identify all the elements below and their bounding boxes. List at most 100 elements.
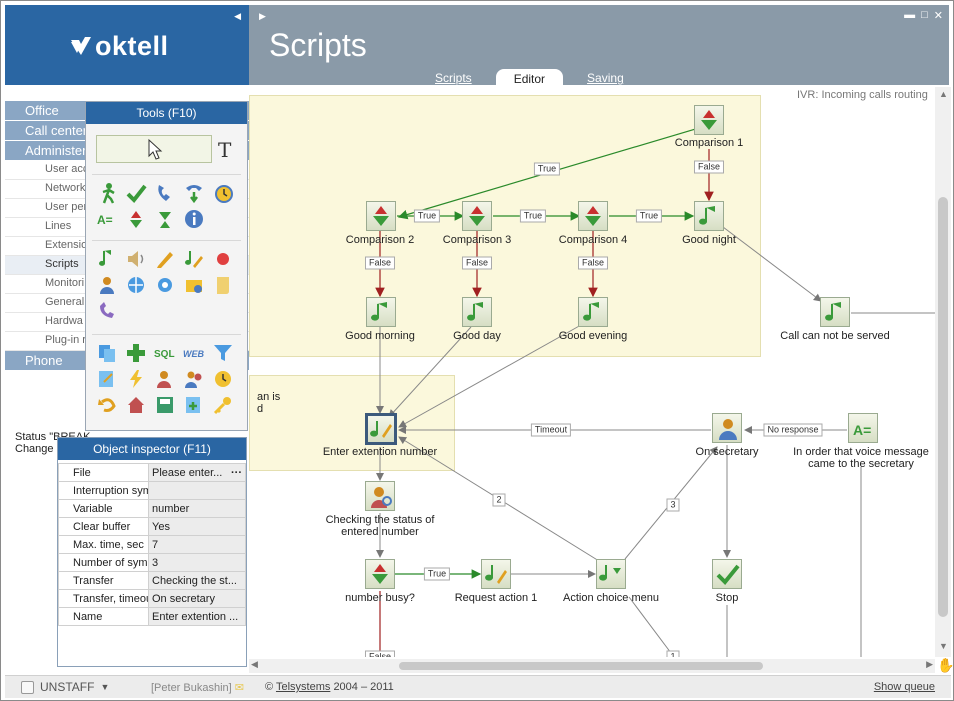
document-edit-icon[interactable] bbox=[96, 368, 118, 390]
web-icon[interactable]: WEB bbox=[183, 342, 205, 364]
filter-icon[interactable] bbox=[212, 342, 234, 364]
agent-status-dropdown[interactable]: UNSTAFF ▼ bbox=[21, 680, 109, 694]
node-good-night[interactable] bbox=[694, 201, 724, 231]
node-checking-status[interactable] bbox=[365, 481, 395, 511]
phone-clock-icon[interactable] bbox=[212, 182, 234, 204]
property-value-max-time[interactable]: 7 bbox=[148, 535, 246, 554]
compare-up-icon[interactable] bbox=[125, 208, 147, 230]
scroll-up-icon[interactable]: ▲ bbox=[939, 89, 948, 99]
node-comparison-4[interactable] bbox=[578, 201, 608, 231]
sql-icon[interactable]: SQL bbox=[154, 342, 176, 364]
node-comparison-2[interactable] bbox=[366, 201, 396, 231]
node-label-good-night: Good night bbox=[682, 234, 736, 246]
user-search-icon[interactable] bbox=[154, 368, 176, 390]
envelope-icon[interactable]: ✉ bbox=[234, 682, 244, 694]
home-icon[interactable] bbox=[125, 394, 147, 416]
node-comparison-1[interactable] bbox=[694, 105, 724, 135]
node-call-not-served[interactable] bbox=[820, 297, 850, 327]
ellipsis-button[interactable]: ··· bbox=[231, 466, 242, 479]
check-icon[interactable] bbox=[125, 182, 147, 204]
music-note-icon[interactable] bbox=[96, 248, 118, 270]
info-icon[interactable] bbox=[183, 208, 205, 230]
property-value-file[interactable]: Please enter... ··· bbox=[148, 463, 246, 482]
node-request-action[interactable] bbox=[481, 559, 511, 589]
phone-icon[interactable] bbox=[154, 182, 176, 204]
scroll-right-icon[interactable]: ▶ bbox=[926, 659, 933, 669]
add-document-icon[interactable] bbox=[183, 394, 205, 416]
page-title: Scripts bbox=[269, 27, 367, 63]
telsystems-link[interactable]: Telsystems bbox=[275, 681, 331, 693]
tab-editor[interactable]: Editor bbox=[495, 69, 564, 89]
node-good-evening[interactable] bbox=[578, 297, 608, 327]
undo-icon[interactable] bbox=[96, 394, 118, 416]
node-stop[interactable] bbox=[712, 559, 742, 589]
text-tool-icon[interactable]: T bbox=[218, 138, 232, 162]
node-good-morning[interactable] bbox=[366, 297, 396, 327]
node-number-busy[interactable] bbox=[365, 559, 395, 589]
edge-label-false: False bbox=[577, 256, 609, 270]
phone-transfer-icon[interactable] bbox=[183, 182, 205, 204]
minimize-icon[interactable]: ▬ bbox=[904, 9, 916, 21]
node-good-day[interactable] bbox=[462, 297, 492, 327]
maximize-icon[interactable]: □ bbox=[921, 9, 928, 21]
property-key: Variable bbox=[58, 499, 149, 518]
compare-down-icon[interactable] bbox=[154, 208, 176, 230]
pencil-icon[interactable] bbox=[154, 248, 176, 270]
speaker-icon[interactable] bbox=[125, 248, 147, 270]
folder-clock-icon[interactable] bbox=[183, 274, 205, 296]
note-pencil-icon[interactable] bbox=[183, 248, 205, 270]
scroll-left-icon[interactable]: ◀ bbox=[251, 659, 258, 669]
text-speech-icon[interactable]: A= bbox=[96, 208, 118, 230]
lightning-icon[interactable] bbox=[125, 368, 147, 390]
svg-text:A=: A= bbox=[97, 213, 113, 227]
clock-icon[interactable] bbox=[212, 368, 234, 390]
close-icon[interactable]: ✕ bbox=[933, 10, 943, 22]
gear-icon[interactable] bbox=[154, 274, 176, 296]
scroll-down-icon[interactable]: ▼ bbox=[939, 641, 948, 651]
tab-scripts[interactable]: Scripts bbox=[435, 71, 472, 85]
vertical-scrollbar[interactable]: ▲ ▼ bbox=[935, 87, 951, 657]
node-on-secretary[interactable] bbox=[712, 413, 742, 443]
music-note-icon bbox=[467, 302, 483, 321]
user-lock-icon[interactable] bbox=[96, 274, 118, 296]
property-value-interruption[interactable] bbox=[148, 481, 246, 500]
property-value-transfer-timeout[interactable]: On secretary bbox=[148, 589, 246, 608]
text-to-speech-icon: A= bbox=[853, 422, 871, 438]
property-value-text: Please enter... bbox=[152, 466, 223, 479]
property-value-number-of-symbols[interactable]: 3 bbox=[148, 553, 246, 572]
record-icon[interactable] bbox=[212, 248, 234, 270]
horizontal-scrollbar-thumb[interactable] bbox=[399, 662, 763, 670]
collapse-sidebar-icon[interactable]: ◀ bbox=[234, 11, 241, 21]
status-checkbox[interactable] bbox=[21, 680, 34, 694]
node-label-good-evening: Good evening bbox=[558, 330, 628, 342]
script-editor-canvas[interactable]: an is d IVR: Incoming calls routing bbox=[249, 87, 939, 657]
network-icon[interactable] bbox=[125, 274, 147, 296]
runner-icon[interactable] bbox=[96, 182, 118, 204]
copy-icon[interactable] bbox=[96, 342, 118, 364]
node-label-voice-message: In order that voice message came to the … bbox=[793, 446, 929, 470]
expand-icon[interactable]: ▶ bbox=[259, 11, 266, 21]
property-value-clear-buffer[interactable]: Yes bbox=[148, 517, 246, 536]
property-key: Transfer bbox=[58, 571, 149, 590]
key-icon[interactable] bbox=[212, 394, 234, 416]
tab-saving[interactable]: Saving bbox=[587, 71, 624, 85]
edge-label-false: False bbox=[364, 256, 396, 270]
property-value-transfer[interactable]: Checking the st... bbox=[148, 571, 246, 590]
show-queue-link[interactable]: Show queue bbox=[873, 681, 935, 693]
pointer-tool[interactable] bbox=[96, 135, 212, 163]
users-icon[interactable] bbox=[183, 368, 205, 390]
property-row-max-time: Max. time, sec 7 bbox=[58, 535, 246, 554]
node-action-choice[interactable] bbox=[596, 559, 626, 589]
vertical-scrollbar-thumb[interactable] bbox=[938, 197, 948, 617]
tools-separator bbox=[92, 334, 241, 335]
save-icon[interactable] bbox=[154, 394, 176, 416]
node-enter-extention[interactable] bbox=[365, 413, 397, 445]
property-value-name[interactable]: Enter extention ... bbox=[148, 607, 246, 626]
phone-handset-icon[interactable] bbox=[96, 300, 118, 322]
node-voice-message[interactable]: A= bbox=[848, 413, 878, 443]
scroll-icon[interactable] bbox=[212, 274, 234, 296]
add-icon[interactable] bbox=[125, 342, 147, 364]
property-value-variable[interactable]: number bbox=[148, 499, 246, 518]
node-comparison-3[interactable] bbox=[462, 201, 492, 231]
horizontal-scrollbar[interactable]: ◀ ▶ bbox=[249, 659, 935, 673]
